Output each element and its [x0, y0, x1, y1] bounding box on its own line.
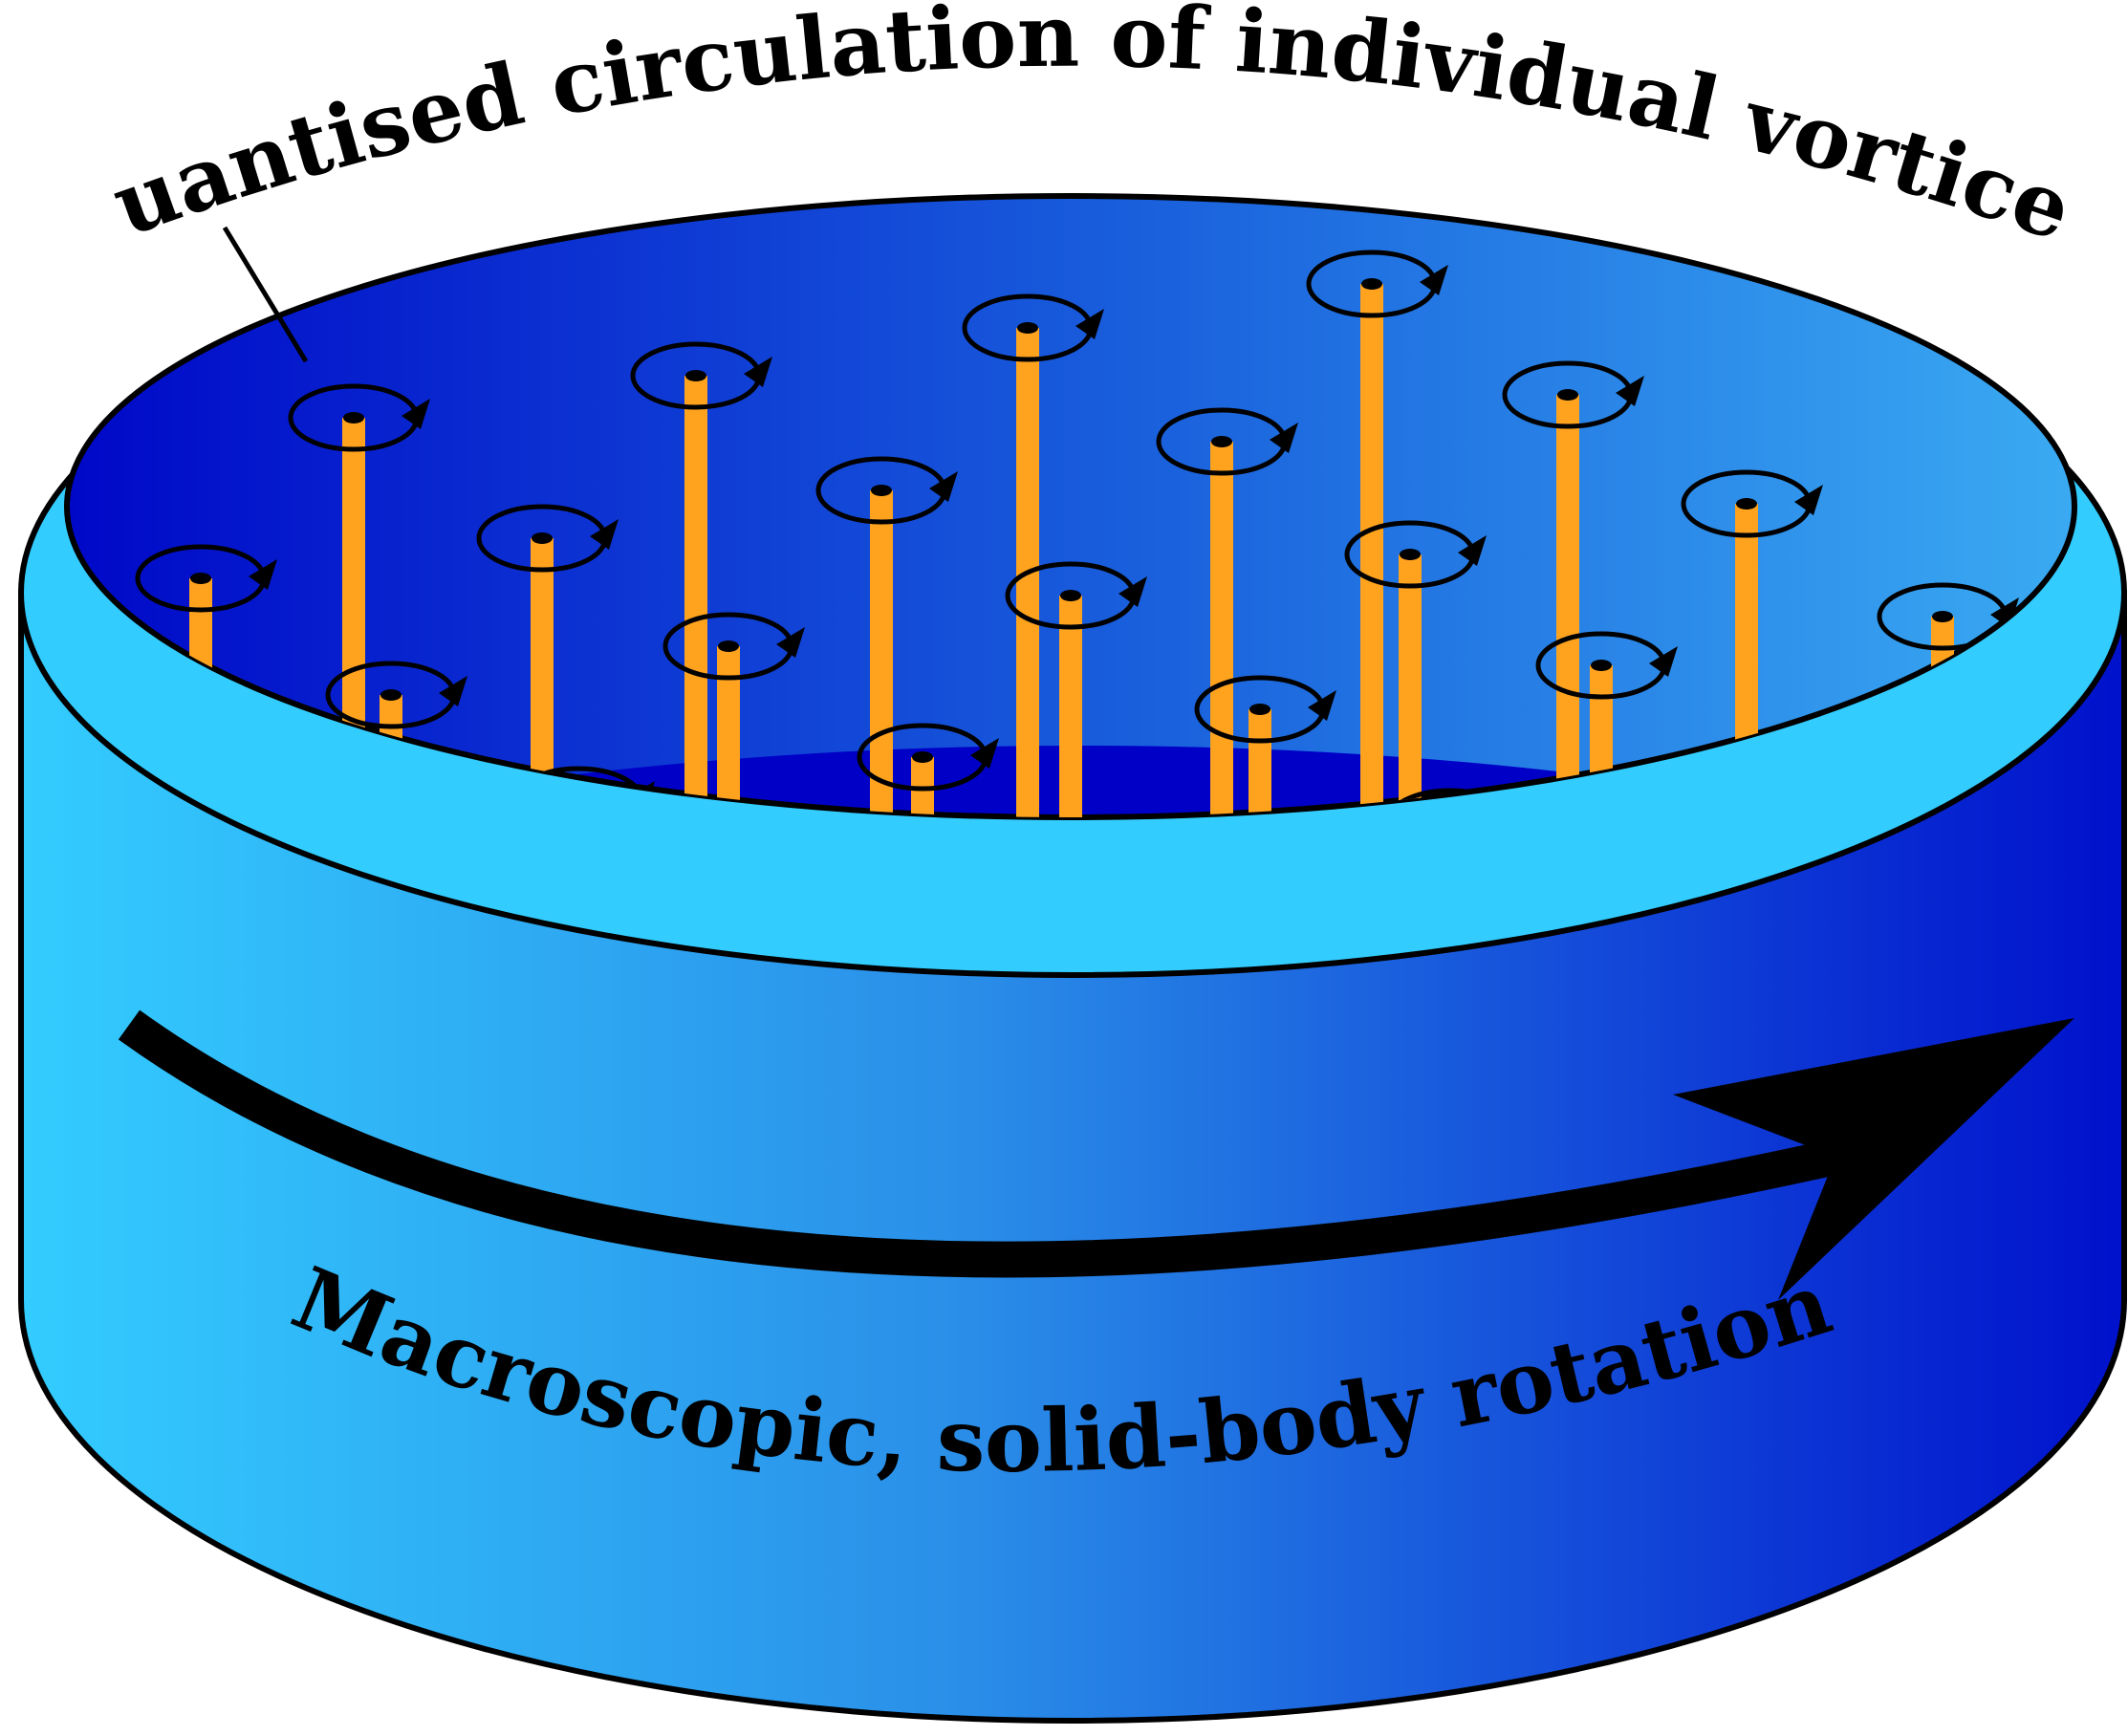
vortex-core-dot	[1211, 436, 1232, 447]
vortex-core-dot	[718, 640, 739, 652]
vortex-line	[662, 612, 805, 817]
vortex-rod	[1249, 709, 1271, 817]
vortex-line	[1344, 520, 1487, 817]
vortex-core-dot	[1249, 704, 1270, 715]
circulation-arrowhead-icon	[402, 399, 430, 429]
vortex-rod	[1399, 554, 1422, 817]
vortex-core-dot	[1400, 549, 1421, 560]
vortex-rod	[1556, 395, 1579, 817]
vortex-line	[1194, 675, 1336, 817]
vortex-line	[1306, 250, 1448, 817]
vortex-core-dot	[380, 689, 402, 701]
circulation-arrowhead-icon	[1420, 265, 1448, 295]
vortex-line	[857, 723, 999, 817]
circulation-arrowhead-icon	[1794, 485, 1823, 515]
vortex-line	[1502, 360, 1644, 817]
circulation-ring-icon	[1384, 788, 1516, 817]
circulation-arrowhead-icon	[1649, 646, 1678, 677]
vortex-core-dot	[532, 532, 553, 544]
vortex-core-dot	[1361, 278, 1382, 290]
circulation-arrowhead-icon	[1075, 309, 1104, 339]
circulation-arrowhead-icon	[590, 519, 619, 550]
vortex-core-dot	[1060, 590, 1081, 601]
vortex-rod	[684, 376, 707, 817]
vortex-line	[1005, 561, 1147, 817]
vortex-rod	[1360, 284, 1383, 817]
circulation-arrowhead-icon	[1616, 376, 1644, 406]
circulation-arrowhead-icon	[249, 559, 277, 590]
vortex-rod	[717, 646, 740, 817]
circulation-arrowhead-icon	[1118, 576, 1147, 607]
rotation-arrow-head-icon	[1673, 1018, 2074, 1300]
circulation-arrowhead-icon	[1458, 535, 1487, 566]
vortex-rod	[870, 490, 893, 817]
vortex-core-dot	[1932, 611, 1953, 622]
vortex-core-dot	[190, 573, 211, 584]
vortex-line	[962, 293, 1104, 817]
vortex-core-dot	[871, 485, 892, 496]
vortex-line	[630, 341, 772, 817]
circulation-arrowhead-icon	[970, 738, 999, 769]
vortex-rod	[1210, 442, 1233, 817]
vortex-core-dot	[343, 412, 364, 423]
vortex-core-dot	[1017, 322, 1038, 334]
circulation-arrowhead-icon	[1308, 690, 1336, 721]
circulation-arrowhead-icon	[929, 471, 958, 502]
circulation-arrowhead-icon	[776, 627, 805, 658]
vortex-line	[815, 456, 958, 817]
circulation-arrowhead-icon	[1270, 423, 1298, 453]
vortex-rod	[1059, 596, 1082, 817]
circulation-arrowhead-icon	[744, 357, 772, 387]
rotation-arrow-body	[118, 1009, 1840, 1278]
circulation-arrowhead-icon	[439, 676, 467, 706]
label-leader-line	[222, 226, 309, 363]
vortex-core-dot	[912, 751, 933, 763]
vortex-core-dot	[685, 370, 706, 381]
vortex-core-dot	[1591, 660, 1612, 671]
vortex-line	[1156, 407, 1298, 817]
vortex-core-dot	[1736, 498, 1757, 510]
vortex-core-dot	[1557, 389, 1578, 401]
